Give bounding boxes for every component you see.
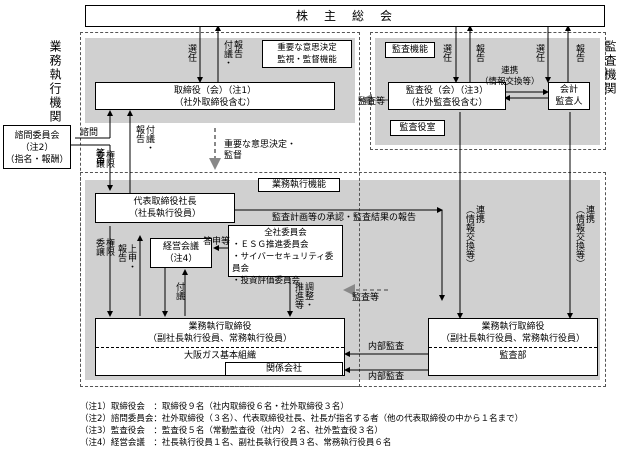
audit-exec-name: 業務執行取締役 bbox=[481, 322, 545, 332]
label-report-consult: 答申 bbox=[94, 148, 104, 166]
management-meeting: 経営会議 （注4） bbox=[150, 238, 212, 268]
label-collab3: 連携 （情報交換等） bbox=[574, 205, 594, 268]
board-name: 取締役（会）（注1） bbox=[173, 86, 257, 96]
board-function-text: 重要な意思決定 監視・監督機能 bbox=[277, 43, 337, 65]
label-internal2: 内部監査 bbox=[368, 372, 405, 382]
affiliates-text: 関係会社 bbox=[265, 364, 302, 374]
shareholders-label: 株 主 総 会 bbox=[295, 9, 394, 23]
president: 代表取締役社長 （社長執行役員） bbox=[95, 193, 235, 223]
notes: （注1）取締役会 ：取締役９名（社内取締役６名・社外取締役３名） （注2）諮問委… bbox=[80, 401, 523, 449]
note-3: （注3）監査役会 ：監査役５名（常勤監査役（社内）２名、社外監査役３名） bbox=[80, 426, 383, 436]
label-elect2: 選任 bbox=[441, 44, 451, 62]
exec-function-text: 業務執行機能 bbox=[271, 180, 326, 190]
president-name: 代表取締役社長 bbox=[133, 197, 197, 207]
label-collab1: 連携 （情報交換等） bbox=[480, 66, 540, 87]
note-4: （注4）経営会議 ：社長執行役員１名、副社長執行役員３名、常務執行役員６名 bbox=[80, 438, 392, 448]
audit-exec-directors: 業務執行取締役 （副社長執行役員、常務執行役員） 監査部 bbox=[428, 318, 598, 376]
label-consult: 諮問 bbox=[80, 128, 99, 138]
exec-function-label: 業務執行機能 bbox=[258, 178, 340, 192]
label-elect3: 選任 bbox=[534, 44, 544, 62]
audit-function-label: 監査機能 bbox=[385, 42, 435, 58]
note-2: （注2）諮問委員会：社外取締役（３名）、代表取締役社長、社長が指名する者（他の代… bbox=[80, 414, 524, 424]
nomination-name: 諮問委員会 bbox=[14, 131, 60, 141]
label-reply: 答申等 bbox=[203, 237, 231, 247]
label-report2: 報告 bbox=[474, 44, 484, 62]
accounting-auditor: 会計 監査人 bbox=[548, 82, 590, 110]
label-delegate1: 権限 委譲 bbox=[94, 150, 114, 168]
label-coord: 調整・ 推進等 bbox=[293, 282, 313, 309]
auditors-name: 監査役（会）（注3） bbox=[405, 86, 489, 96]
audit-exec-sub: （副社長執行役員、常務執行役員） bbox=[440, 334, 585, 344]
nomination-sub: （指名・報酬） bbox=[5, 155, 69, 165]
committees-title: 全社委員会 bbox=[264, 228, 307, 238]
management-name: 経営会議 bbox=[162, 242, 199, 252]
exec-lower-border bbox=[80, 172, 606, 387]
board-of-directors: 取締役（会）（注1） （社外取締役含む） bbox=[95, 82, 335, 110]
board-function-label: 重要な意思決定 監視・監督機能 bbox=[262, 40, 352, 68]
label-submit2: 付議 bbox=[174, 282, 184, 300]
audit-office-text: 監査役室 bbox=[399, 123, 436, 133]
label-collab2: 連携 （情報交換等） bbox=[464, 205, 484, 268]
label-audit-etc2: 監査等 bbox=[352, 293, 380, 303]
auditors-sub: （社外監査役含む） bbox=[406, 98, 488, 108]
exec-divider bbox=[96, 347, 344, 348]
audit-org-border bbox=[370, 32, 606, 150]
corporate-auditors: 監査役（会）（注3） （社外監査役含む） bbox=[388, 82, 506, 110]
committee-cyber: ・サイバーセキュリティ委員会 bbox=[232, 252, 334, 274]
label-submit1: 付議・ 報告 bbox=[134, 125, 154, 152]
label-delegate2: 権限 委譲 bbox=[94, 238, 114, 256]
accounting-auditor-text: 会計 監査人 bbox=[555, 85, 583, 107]
exec-directors-name: 業務執行取締役 bbox=[188, 322, 252, 332]
label-internal1: 内部監査 bbox=[368, 342, 405, 352]
audit-function-text: 監査機能 bbox=[391, 45, 428, 55]
president-sub: （社長執行役員） bbox=[128, 209, 201, 219]
label-report-up: 上申・ 報告 bbox=[116, 244, 136, 271]
exec-org-title: 業務執行機関 bbox=[48, 40, 62, 124]
exec-directors: 業務執行取締役 （副社長執行役員、常務執行役員） 大阪ガス基本組織 bbox=[95, 318, 345, 376]
note-1: （注1）取締役会 ：取締役９名（社内取締役６名・社外取締役３名） bbox=[80, 402, 349, 412]
nomination-note: （注2） bbox=[20, 143, 54, 153]
management-note: （注4） bbox=[164, 254, 198, 264]
audit-exec-divider bbox=[429, 347, 597, 348]
board-sub: （社外取締役含む） bbox=[174, 98, 256, 108]
shareholders-meeting: 株 主 総 会 bbox=[85, 5, 605, 27]
label-audit-etc1: 監査等 bbox=[358, 97, 386, 107]
label-important: 重要な意思決定・ 監督 bbox=[224, 140, 297, 161]
label-plan-approval: 監査計画等の承認・監査結果の報告 bbox=[272, 213, 417, 223]
label-report1: 報告 付議・ bbox=[222, 40, 242, 67]
exec-directors-sub: （副社長執行役員、常務執行役員） bbox=[147, 334, 292, 344]
committee-esg: ・ＥＳＧ推進委員会 bbox=[232, 240, 309, 250]
audit-office: 監査役室 bbox=[390, 120, 445, 136]
affiliates: 関係会社 bbox=[225, 362, 343, 376]
audit-org-title: 監査機関 bbox=[603, 40, 617, 96]
nomination-committee: 諮問委員会 （注2） （指名・報酬） bbox=[3, 125, 71, 169]
committee-invest: ・投資評価委員会 bbox=[232, 276, 301, 286]
company-committees: 全社委員会 ・ＥＳＧ推進委員会 ・サイバーセキュリティ委員会 ・投資評価委員会 bbox=[228, 225, 343, 286]
label-report3: 報告 bbox=[574, 44, 584, 62]
osaka-gas-org: 大阪ガス基本組織 bbox=[183, 351, 256, 361]
label-elect1: 選任 bbox=[186, 44, 196, 62]
audit-dept: 監査部 bbox=[499, 351, 527, 361]
